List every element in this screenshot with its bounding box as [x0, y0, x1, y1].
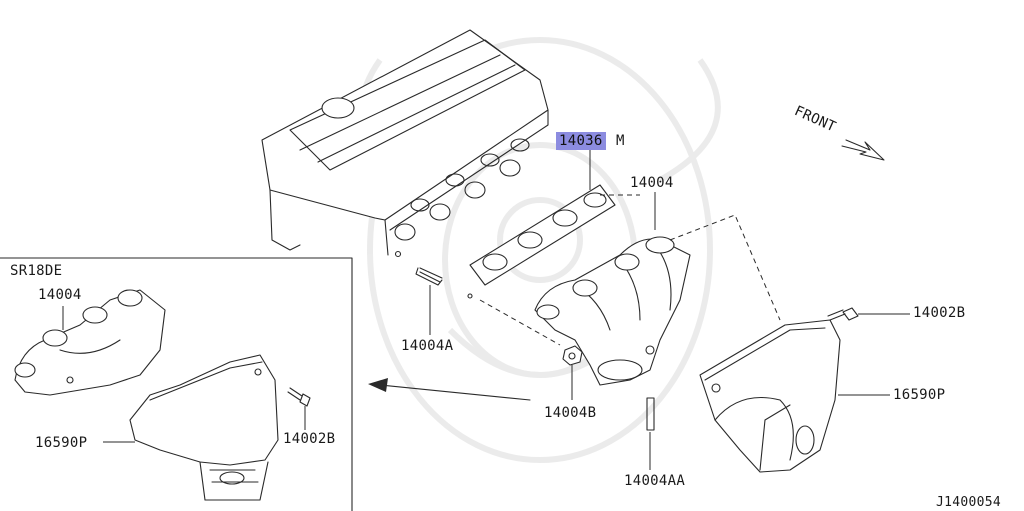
bolt-14002b — [827, 307, 910, 321]
label-part-14004a: 14004A — [401, 338, 454, 354]
inset-bolt — [287, 387, 311, 430]
label-part-14036: 14036 — [556, 132, 606, 150]
manifold-gasket — [467, 184, 616, 299]
manifold-heat-cover — [699, 319, 890, 473]
figure-code: J1400054 — [936, 495, 1002, 510]
nut-14004b — [562, 345, 583, 400]
label-part-14004b: 14004B — [544, 405, 597, 421]
label-part-14002b: 14002B — [913, 305, 966, 321]
exhaust-manifold — [534, 192, 691, 386]
label-part-14004: 14004 — [630, 175, 674, 191]
inset-heat-cover — [103, 354, 279, 501]
label-inset-part-16590p: 16590P — [35, 435, 88, 451]
alignment-lines — [479, 194, 781, 346]
inset-reference-arrow — [368, 378, 531, 401]
label-part-16590p: 16590P — [893, 387, 946, 403]
inset-exhaust-manifold — [14, 289, 166, 396]
stud-14004a — [415, 267, 443, 335]
label-part-14004aa: 14004AA — [624, 473, 686, 489]
inset-frame — [0, 257, 353, 511]
label-inset-part-14002b: 14002B — [283, 431, 336, 447]
label-inset-part-14004: 14004 — [38, 287, 82, 303]
front-direction-arrow — [841, 139, 885, 161]
cylinder-head-cover — [261, 29, 549, 258]
label-part-14036-suffix: M — [616, 133, 625, 149]
stud-14004aa — [646, 397, 655, 470]
label-inset-title: SR18DE — [10, 263, 63, 279]
